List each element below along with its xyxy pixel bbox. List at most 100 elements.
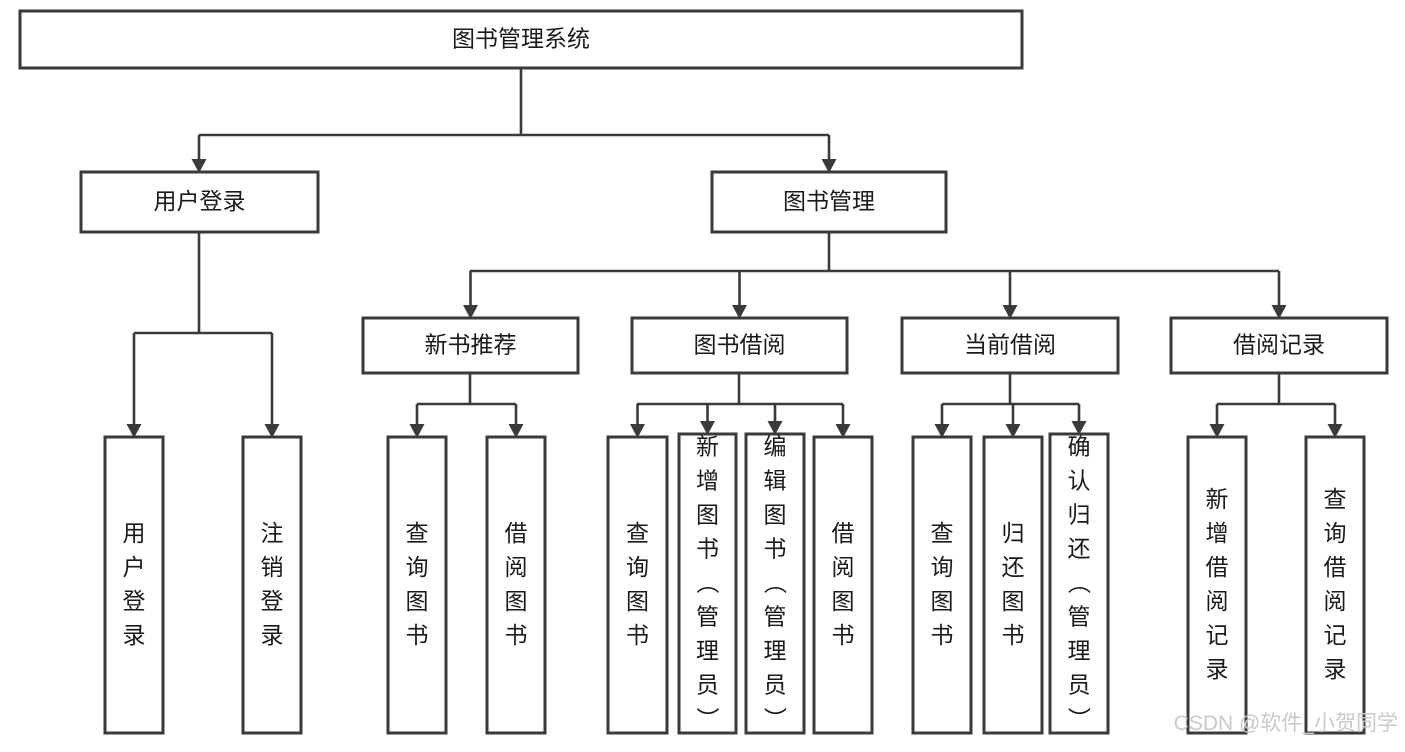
connector-arrow-l2-2: [1002, 271, 1018, 319]
node-label: 用户登录: [154, 188, 246, 214]
node-level2-0[interactable]: 新书推荐: [361, 316, 580, 375]
node-root-system[interactable]: 图书管理系统: [18, 9, 1024, 70]
node-level2-2[interactable]: 当前借阅: [900, 316, 1120, 375]
node-label: 用户登录: [123, 520, 146, 648]
svg-text:书: 书: [406, 622, 429, 648]
arrow-head-icon: [767, 421, 783, 435]
svg-text:增: 增: [696, 468, 719, 494]
svg-text:查: 查: [1324, 486, 1347, 512]
svg-text:查: 查: [406, 520, 429, 546]
node-box[interactable]: [1186, 435, 1248, 735]
node-box[interactable]: [606, 435, 669, 735]
svg-text:询: 询: [1324, 520, 1347, 546]
svg-text:归: 归: [1068, 502, 1091, 528]
connector-arrow-user-login: [191, 135, 207, 173]
svg-text:书: 书: [505, 622, 528, 648]
arrow-head-icon: [1071, 421, 1087, 435]
connector-book-borrow-fork: [637, 373, 843, 406]
svg-text:借: 借: [1206, 554, 1229, 580]
arrow-head-icon: [1005, 424, 1021, 438]
svg-text:图: 图: [764, 502, 787, 528]
connector-arrow-leaf-7: [835, 404, 851, 438]
node-box[interactable]: [677, 432, 738, 735]
svg-text:查: 查: [931, 520, 954, 546]
svg-text:理: 理: [1068, 638, 1091, 664]
connector-arrow-l2-0: [463, 271, 478, 319]
svg-text:管: 管: [1068, 604, 1091, 630]
arrow-head-icon: [1209, 424, 1225, 438]
arrow-head-icon: [1271, 305, 1287, 319]
node-level1-0[interactable]: 用户登录: [79, 170, 320, 234]
svg-text:查: 查: [626, 520, 649, 546]
node-box[interactable]: [744, 432, 806, 735]
svg-text:员: 员: [764, 672, 787, 698]
connector-arrow-l2-1: [732, 271, 747, 319]
svg-text:询: 询: [626, 554, 649, 580]
node-box[interactable]: [710, 170, 948, 234]
arrow-head-icon: [1327, 424, 1343, 438]
node-leaf-0[interactable]: 用户登录: [103, 435, 165, 735]
svg-text:管: 管: [696, 604, 719, 630]
node-box[interactable]: [982, 435, 1044, 735]
svg-text:录: 录: [1324, 656, 1347, 682]
svg-text:录: 录: [261, 622, 284, 648]
svg-text:用: 用: [123, 520, 146, 546]
node-box[interactable]: [812, 435, 874, 735]
svg-text:借: 借: [1324, 554, 1347, 580]
node-box[interactable]: [900, 316, 1120, 375]
csdn-watermark: CSDN @软件_小贺同学: [1174, 712, 1398, 735]
svg-text:借: 借: [832, 520, 855, 546]
node-level2-3[interactable]: 借阅记录: [1169, 316, 1389, 375]
node-box[interactable]: [1048, 432, 1110, 735]
node-label: 图书管理: [783, 188, 875, 214]
node-box[interactable]: [911, 435, 973, 735]
node-box[interactable]: [1304, 435, 1366, 735]
node-box[interactable]: [1169, 316, 1389, 375]
svg-text:归: 归: [1002, 520, 1025, 546]
node-level2-1[interactable]: 图书借阅: [630, 316, 849, 375]
arrow-head-icon: [630, 424, 645, 438]
svg-text:图: 图: [505, 588, 528, 614]
node-box[interactable]: [103, 435, 165, 735]
node-box[interactable]: [386, 435, 448, 735]
node-box[interactable]: [485, 435, 547, 735]
svg-text:书: 书: [1002, 622, 1025, 648]
node-box[interactable]: [361, 316, 580, 375]
svg-text:录: 录: [123, 622, 146, 648]
svg-text:书: 书: [764, 536, 787, 562]
node-box[interactable]: [241, 435, 303, 735]
node-level1-1[interactable]: 图书管理: [710, 170, 948, 234]
node-label: 当前借阅: [964, 332, 1056, 358]
svg-text:阅: 阅: [1206, 588, 1229, 614]
connector-new-book-fork: [417, 373, 516, 406]
svg-text:（: （: [762, 571, 788, 594]
svg-text:图: 图: [696, 502, 719, 528]
node-box[interactable]: [79, 170, 320, 234]
svg-text:）: ）: [1066, 707, 1092, 730]
connector-arrow-l2-3: [1271, 271, 1287, 319]
connector-arrow-book-mgmt: [821, 135, 837, 173]
node-box[interactable]: [18, 9, 1024, 70]
node-box[interactable]: [630, 316, 849, 375]
svg-text:管: 管: [764, 604, 787, 630]
connector-layer: [126, 68, 1343, 438]
svg-text:（: （: [695, 571, 721, 594]
svg-text:图: 图: [931, 588, 954, 614]
